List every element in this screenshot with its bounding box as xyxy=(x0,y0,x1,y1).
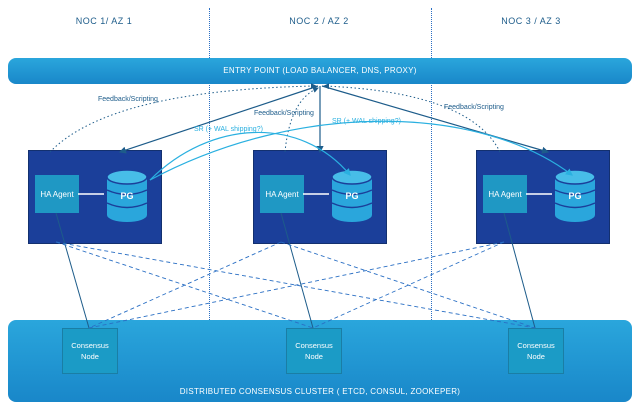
sr-curve-1 xyxy=(149,131,351,181)
consensus-node-3: Consensus Node xyxy=(508,328,564,374)
ha-agent-2: HA Agent xyxy=(260,175,304,213)
zone-divider xyxy=(431,8,432,402)
feedback-label-3: Feedback/Scripting xyxy=(444,104,504,111)
agent-consensus-3 xyxy=(503,212,536,329)
pg-database-3: PG xyxy=(553,169,597,223)
pg-label: PG xyxy=(568,191,582,201)
ha-agent-1: HA Agent xyxy=(35,175,79,213)
database-icon xyxy=(331,169,373,222)
feedback-curve-2 xyxy=(284,87,319,153)
consensus-cluster-label: DISTRIBUTED CONSENSUS CLUSTER ( ETCD, CO… xyxy=(179,387,461,396)
zone-label-noc1: NOC 1/ AZ 1 xyxy=(75,16,133,26)
pg-label: PG xyxy=(120,191,134,201)
feedback-curve-1 xyxy=(49,83,317,153)
ha-agent-3: HA Agent xyxy=(483,175,527,213)
cross-link xyxy=(88,241,505,329)
sr-label-2: SR (+ WAL shipping?) xyxy=(332,118,401,125)
database-icon xyxy=(554,169,596,222)
feedback-label-2: Feedback/Scripting xyxy=(254,110,314,117)
consensus-node-1: Consensus Node xyxy=(62,328,118,374)
feedback-label-1: Feedback/Scripting xyxy=(98,96,158,103)
sr-label-1: SR (+ WAL shipping?) xyxy=(194,126,263,133)
database-icon xyxy=(106,169,148,222)
entry-arrow-3 xyxy=(321,85,550,154)
consensus-node-2: Consensus Node xyxy=(286,328,342,374)
zone-label-noc3: NOC 3 / AZ 3 xyxy=(501,16,561,26)
zone-divider xyxy=(209,8,210,402)
entry-arrow-1 xyxy=(118,85,319,154)
pg-database-2: PG xyxy=(330,169,374,223)
pg-label: PG xyxy=(345,191,359,201)
agent-consensus-2 xyxy=(280,212,314,329)
zone-label-noc2: NOC 2 / AZ 2 xyxy=(289,16,349,26)
entry-point-band: ENTRY POINT (LOAD BALANCER, DNS, PROXY) xyxy=(8,58,632,84)
cross-link xyxy=(88,241,282,329)
entry-point-label: ENTRY POINT (LOAD BALANCER, DNS, PROXY) xyxy=(223,66,417,75)
noc-1-box: HA Agent PG xyxy=(28,150,162,244)
noc-2-box: HA Agent PG xyxy=(253,150,387,244)
pg-database-1: PG xyxy=(105,169,149,223)
feedback-curve-3 xyxy=(323,83,501,153)
agent-consensus-1 xyxy=(55,212,90,329)
sr-curve-2 xyxy=(149,120,573,181)
